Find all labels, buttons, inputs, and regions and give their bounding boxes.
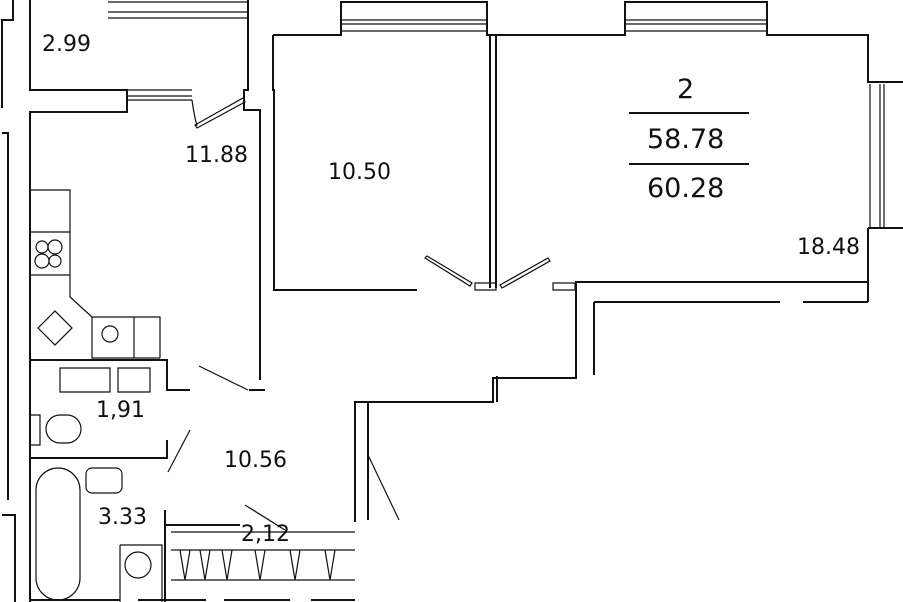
rooms-count: 2 (677, 74, 695, 105)
room-area-bedroom: 10.50 (328, 160, 391, 185)
total-area: 60.28 (647, 173, 725, 204)
divider-1 (629, 112, 749, 114)
room-area-toilet: 1,91 (96, 398, 145, 423)
divider-2 (629, 163, 749, 165)
room-area-kitchen: 11.88 (185, 143, 248, 168)
room-area-living-room: 18.48 (797, 235, 860, 260)
room-area-balcony: 2.99 (42, 32, 91, 57)
room-area-wardrobe: 2,12 (241, 522, 290, 547)
room-area-bathroom: 3.33 (98, 505, 147, 530)
living-area: 58.78 (647, 124, 725, 155)
room-area-hallway: 10.56 (224, 448, 287, 473)
